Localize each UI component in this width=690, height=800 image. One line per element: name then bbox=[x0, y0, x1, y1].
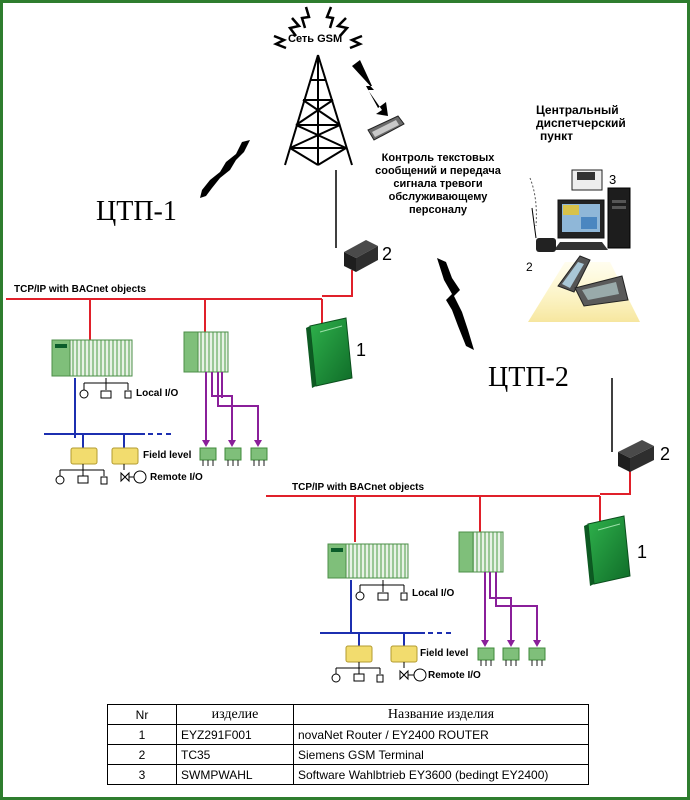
sms-alarm-caption: Контроль текстовых сообщений и передача … bbox=[375, 152, 501, 216]
central-pc-number: 3 bbox=[609, 172, 617, 187]
gsm-network-label: Сеть GSM bbox=[288, 33, 343, 45]
table-row: 2 TC35 Siemens GSM Terminal bbox=[107, 744, 589, 765]
central-terminal-number: 2 bbox=[526, 260, 533, 274]
table-cell: 2 bbox=[107, 744, 177, 765]
table-row: 1 EYZ291F001 novaNet Router / EY2400 ROU… bbox=[107, 724, 589, 745]
table-cell: TC35 bbox=[176, 744, 294, 765]
table-cell: Siemens GSM Terminal bbox=[293, 744, 589, 765]
ctp2-title: ЦТП-2 bbox=[488, 362, 569, 393]
ctp2-router-number: 1 bbox=[637, 542, 648, 562]
table-cell: EYZ291F001 bbox=[176, 724, 294, 745]
table-header-row: Nr изделие Название изделия bbox=[107, 704, 589, 725]
table-cell: 3 bbox=[107, 764, 177, 785]
ctp1-network bbox=[6, 170, 378, 485]
ctp1-remote-io-label: Remote I/O bbox=[150, 472, 203, 483]
table-cell: SWMPWAHL bbox=[176, 764, 294, 785]
table-header: Nr bbox=[107, 704, 177, 725]
ctp2-bus-label: TCP/IP with BACnet objects bbox=[292, 482, 425, 493]
ctp1-terminal-number: 2 bbox=[382, 244, 393, 264]
gsm-tower-icon bbox=[272, 6, 364, 166]
table-header: изделие bbox=[176, 704, 294, 725]
table-cell: Software Wahlbtrieb EY3600 (bedingt EY24… bbox=[293, 764, 589, 785]
ctp2-terminal-number: 2 bbox=[660, 444, 671, 464]
ctp2-local-io-label: Local I/O bbox=[412, 588, 455, 599]
table-cell: novaNet Router / EY2400 ROUTER bbox=[293, 724, 589, 745]
table-header: Название изделия bbox=[293, 704, 589, 725]
product-table: Nr изделие Название изделия 1 EYZ291F001… bbox=[107, 704, 589, 785]
ctp1-field-level-label: Field level bbox=[143, 450, 192, 461]
central-dispatch-illustration bbox=[528, 169, 640, 322]
table-cell: 1 bbox=[107, 724, 177, 745]
ctp1-router-number: 1 bbox=[356, 340, 367, 360]
ctp2-network bbox=[266, 378, 654, 683]
table-row: 3 SWMPWAHL Software Wahlbtrieb EY3600 (b… bbox=[107, 764, 589, 785]
central-dispatch-title: Центральный диспетчерский пункт bbox=[536, 103, 626, 143]
mobile-phone-icon bbox=[367, 115, 405, 141]
ctp1-bus-label: TCP/IP with BACnet objects bbox=[14, 284, 147, 295]
ctp2-field-level-label: Field level bbox=[420, 648, 469, 659]
wireless-link-icon bbox=[200, 60, 474, 350]
ctp2-remote-io-label: Remote I/O bbox=[428, 670, 481, 681]
ctp1-local-io-label: Local I/O bbox=[136, 388, 179, 399]
ctp1-title: ЦТП-1 bbox=[96, 196, 177, 227]
